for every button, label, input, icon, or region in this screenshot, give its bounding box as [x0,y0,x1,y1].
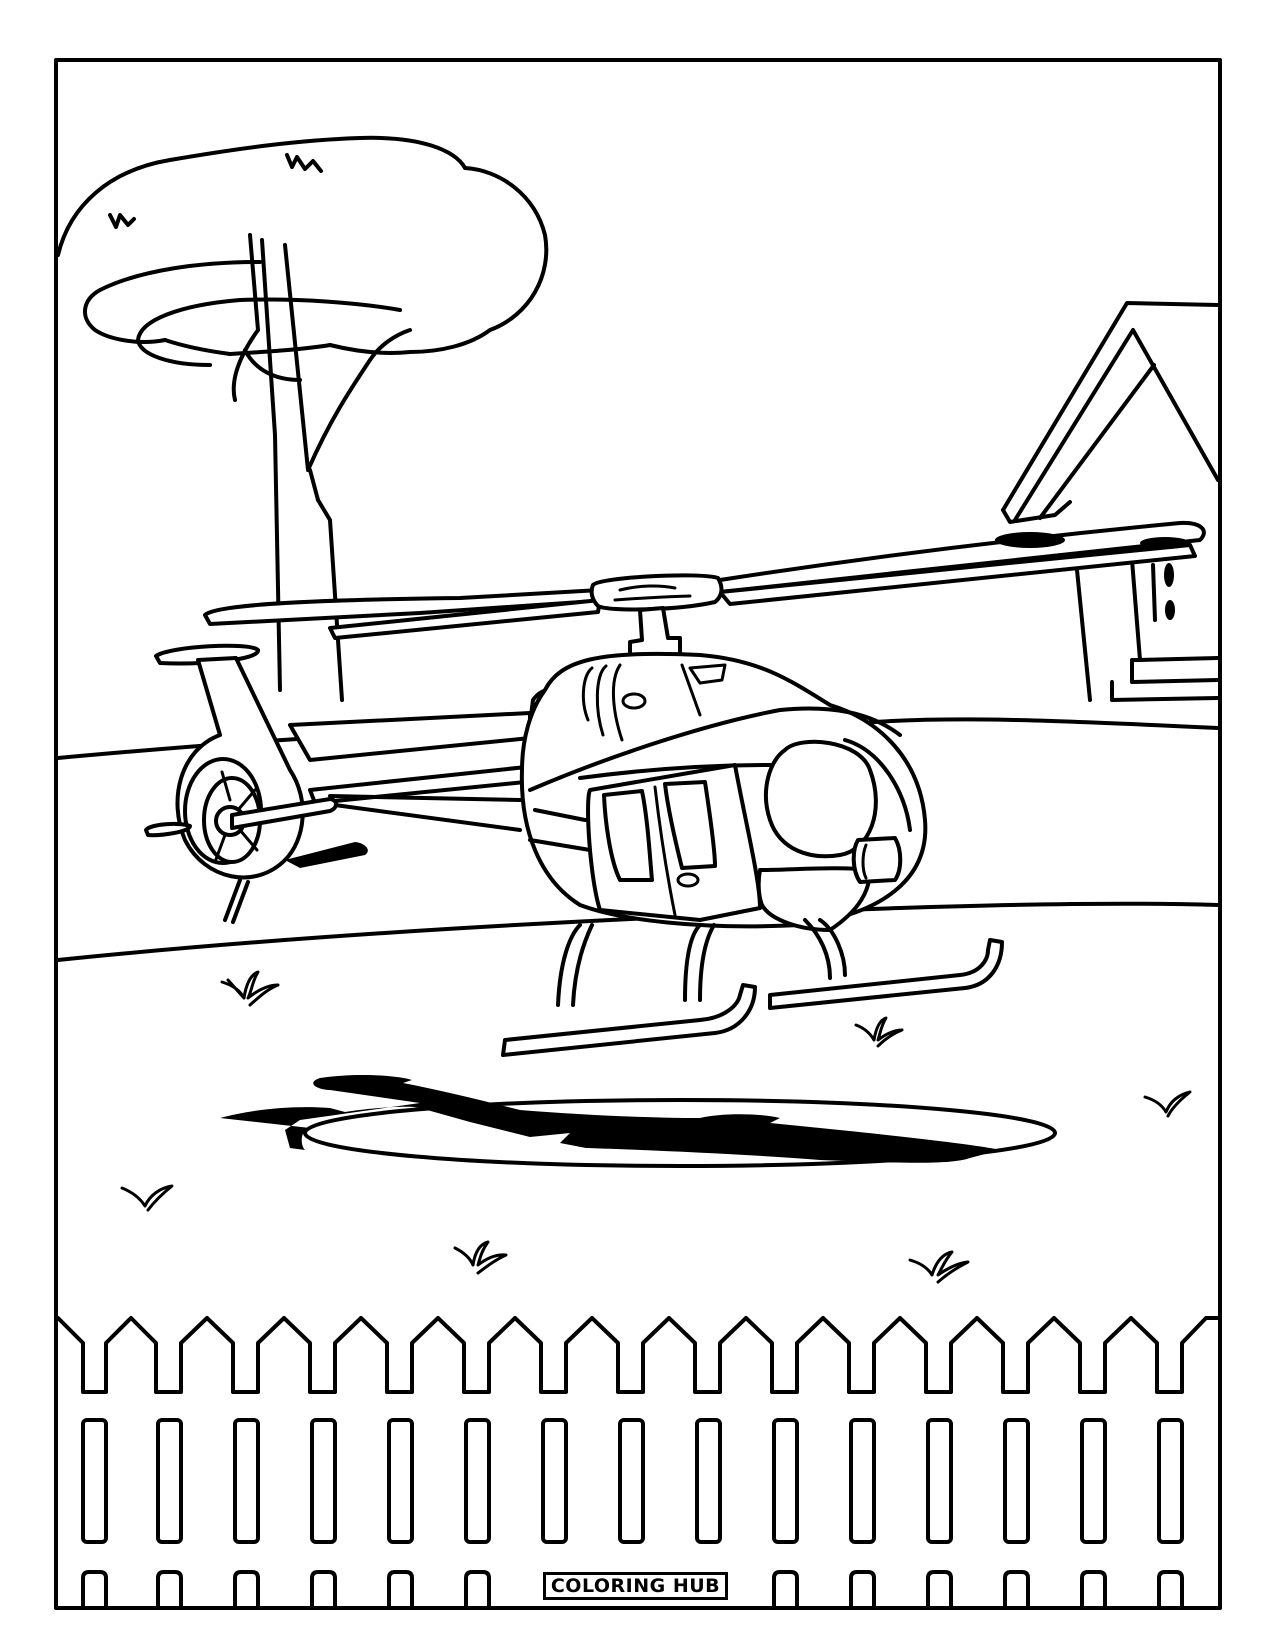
brand-label: COLORING HUB [543,1572,728,1600]
picket-fence [56,1316,1220,1608]
helicopter-shadow [220,1074,1057,1168]
fence-slats [81,1418,1184,1544]
main-rotor [203,520,1206,662]
house [1001,301,1220,702]
tree [56,135,549,702]
grass-tufts [120,970,1192,1284]
fence-bottom-stubs [81,1570,1184,1608]
helicopter-body [519,651,928,932]
frame-border [54,58,1222,1610]
landing-skids [501,918,1004,1057]
helicopter-tail [144,643,547,924]
